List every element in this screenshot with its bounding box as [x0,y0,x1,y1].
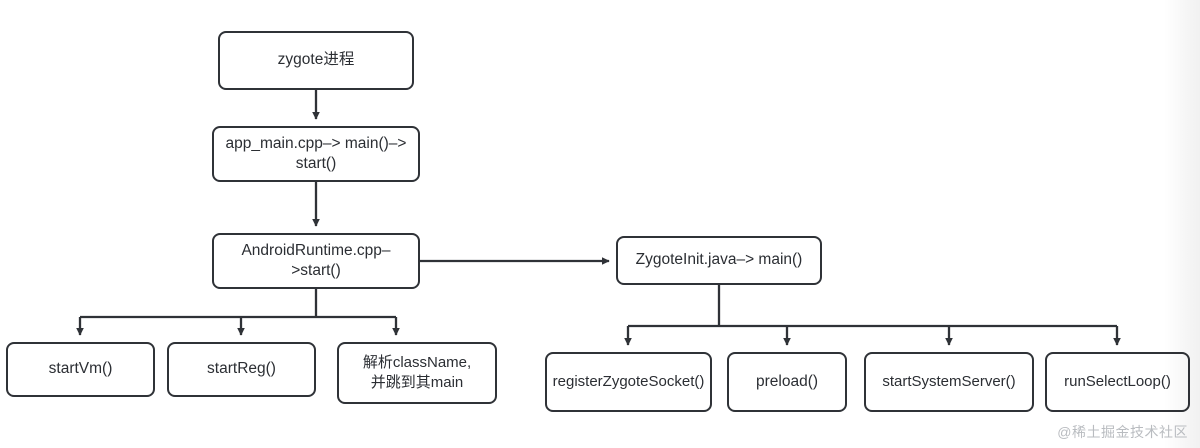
node-start-vm[interactable]: startVm() [6,342,155,397]
node-zygote-process[interactable]: zygote进程 [218,31,414,90]
edge-android-runtime-bus [80,289,396,319]
node-start-reg[interactable]: startReg() [167,342,316,397]
watermark: @稀土掘金技术社区 [1057,424,1188,440]
node-android-runtime-cpp[interactable]: AndroidRuntime.cpp–>start() [212,233,420,289]
node-app-main-cpp[interactable]: app_main.cpp–> main()–> start() [212,126,420,182]
node-parse-classname[interactable]: 解析className, 并跳到其main [337,342,497,404]
node-preload[interactable]: preload() [727,352,847,412]
node-run-select-loop[interactable]: runSelectLoop() [1045,352,1190,412]
edge-zygote-init-bus [628,285,1117,328]
node-start-system-server[interactable]: startSystemServer() [864,352,1034,412]
node-register-zygote-socket[interactable]: registerZygoteSocket() [545,352,712,412]
node-zygote-init-java[interactable]: ZygoteInit.java–> main() [616,236,822,285]
